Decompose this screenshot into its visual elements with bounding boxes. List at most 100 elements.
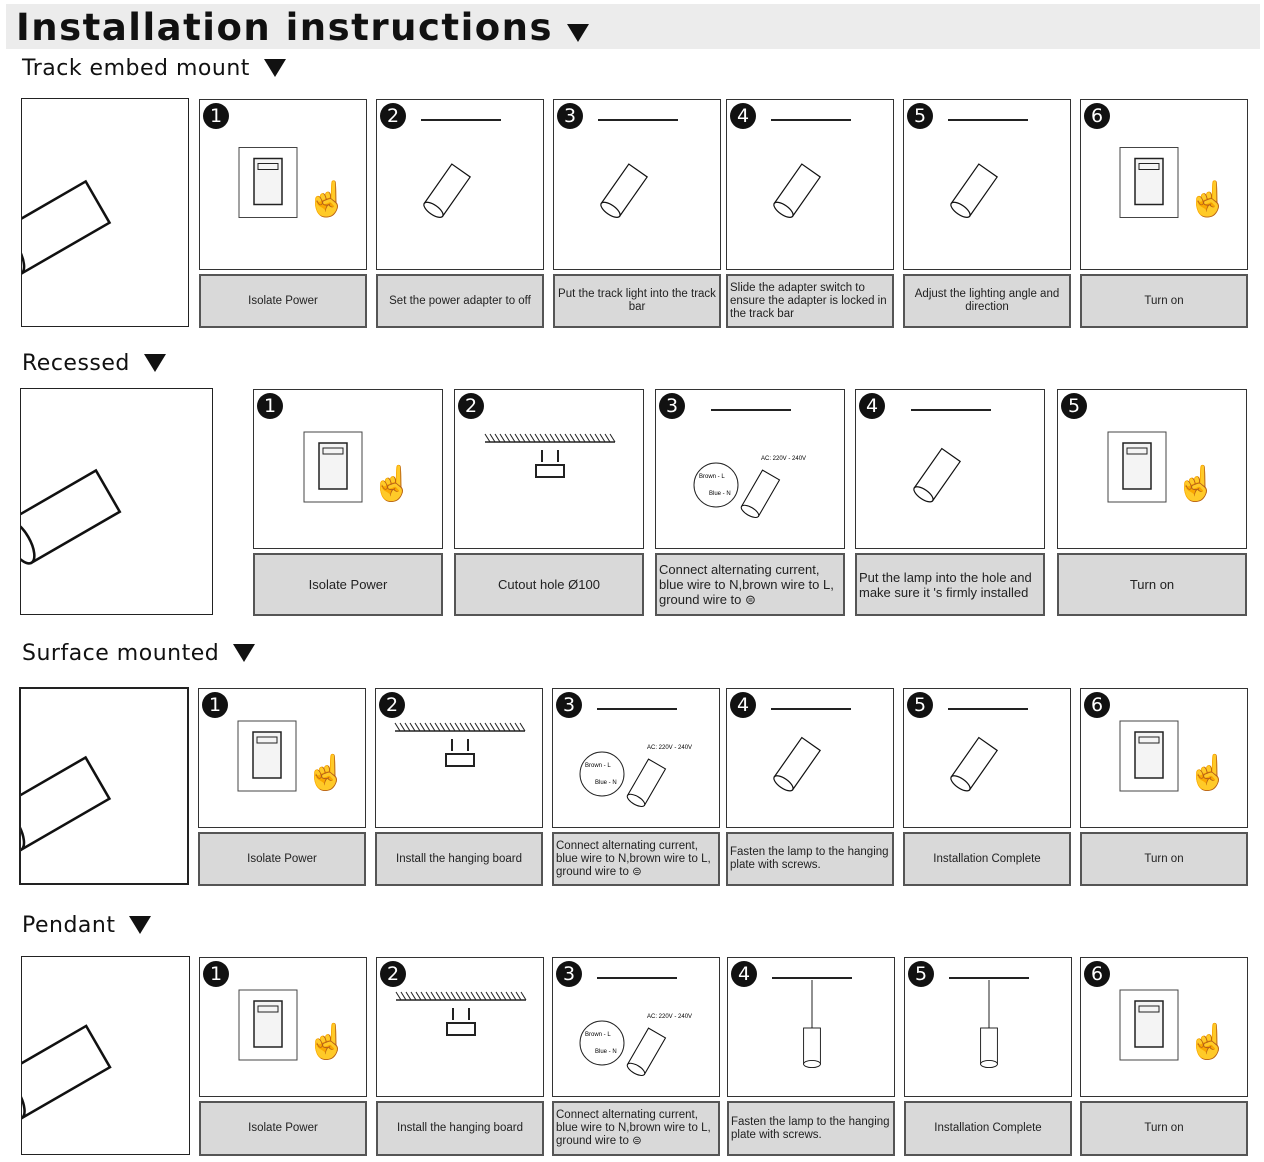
wall-switch-icon: ☝ (1107, 431, 1217, 504)
step-illustration: 5 (903, 688, 1071, 828)
lamp-icon (803, 1027, 821, 1069)
step-caption: Fasten the lamp to the hanging plate wit… (727, 1101, 895, 1156)
wall-switch-icon: ☝ (237, 720, 347, 793)
step-caption: Install the hanging board (375, 832, 543, 886)
step-number: 3 (556, 692, 582, 718)
lamp-icon (773, 736, 822, 792)
step-number: 2 (379, 692, 405, 718)
step-caption: Isolate Power (199, 1101, 367, 1156)
pendant-lamp-icon (772, 977, 852, 1069)
step-caption: Install the hanging board (376, 1101, 544, 1156)
step-number: 3 (557, 103, 583, 129)
section-heading: Surface mounted (22, 641, 256, 666)
switch-icon: ☝ (1107, 431, 1217, 504)
section-heading: Recessed (22, 351, 166, 376)
step-number: 2 (380, 961, 406, 987)
triangle-down-icon (567, 24, 590, 42)
page-title-text: Installation instructions (16, 6, 554, 49)
step-illustration: ☝1 (253, 389, 443, 549)
step-caption: Installation Complete (904, 1101, 1072, 1156)
product-image (20, 388, 213, 615)
step-caption: Turn on (1080, 832, 1248, 886)
product-image (19, 687, 189, 885)
step-caption: Connect alternating current, blue wire t… (552, 832, 720, 886)
surface-lamp-icon (771, 708, 851, 792)
step-illustration: ☝1 (198, 688, 366, 828)
step-illustration: ☝1 (199, 957, 367, 1097)
step-caption: Isolate Power (198, 832, 366, 886)
section-heading: Pendant (22, 913, 152, 938)
step-number: 1 (202, 692, 228, 718)
svg-text:☝: ☝ (1187, 1021, 1229, 1062)
svg-text:☝: ☝ (305, 752, 347, 793)
step-number: 5 (908, 961, 934, 987)
step-caption: Isolate Power (253, 553, 443, 616)
wall-switch-icon: ☝ (303, 431, 413, 504)
board-icon (395, 991, 527, 1036)
step-illustration: ☝6 (1080, 99, 1248, 270)
ceiling-icon (395, 991, 527, 1036)
step-caption: Connect alternating current, blue wire t… (552, 1101, 720, 1156)
lamp-icon (950, 163, 999, 218)
wire-detail-icon (693, 462, 739, 508)
step-caption: Cutout hole Ø100 (454, 553, 644, 616)
switch-icon: ☝ (1119, 989, 1229, 1062)
step-caption: Installation Complete (903, 832, 1071, 886)
svg-text:☝: ☝ (306, 179, 348, 220)
switch-icon: ☝ (1119, 720, 1229, 793)
track-lamp-icon (598, 119, 678, 218)
svg-text:☝: ☝ (371, 463, 413, 504)
page-title: Installation instructions (16, 6, 590, 49)
step-caption: Connect alternating current, blue wire t… (655, 553, 845, 616)
step-illustration: 3 (553, 99, 721, 270)
step-number: 1 (203, 961, 229, 987)
lamp-icon (626, 758, 667, 808)
step-caption: Put the lamp into the hole and make sure… (855, 553, 1045, 616)
step-illustration: 2 (375, 688, 543, 828)
step-number: 4 (730, 692, 756, 718)
step-caption: Adjust the lighting angle and direction (903, 274, 1071, 328)
cutout-icon (484, 433, 616, 478)
wall-switch-icon: ☝ (238, 989, 348, 1062)
svg-text:☝: ☝ (1187, 752, 1229, 793)
step-illustration: 4 (726, 688, 894, 828)
wall-switch-icon: ☝ (1119, 147, 1229, 220)
svg-text:☝: ☝ (1187, 179, 1229, 220)
switch-icon: ☝ (238, 989, 348, 1062)
step-caption: Fasten the lamp to the hanging plate wit… (726, 832, 894, 886)
section-heading-text: Recessed (22, 351, 130, 376)
switch-icon: ☝ (237, 720, 347, 793)
pendant-lamp-icon (949, 977, 1029, 1069)
lamp-icon (600, 163, 649, 218)
step-number: 3 (556, 961, 582, 987)
ceiling-icon (484, 433, 616, 478)
step-number: 6 (1084, 103, 1110, 129)
step-number: 2 (380, 103, 406, 129)
wire-label: Blue - N (595, 780, 617, 786)
board-icon (394, 722, 526, 767)
wire-label: Brown - L (699, 474, 725, 480)
step-number: 5 (1061, 393, 1087, 419)
lamp-icon (980, 1027, 998, 1069)
lamp-icon (21, 468, 122, 565)
step-number: 4 (730, 103, 756, 129)
step-caption: Turn on (1080, 1101, 1248, 1156)
lamp-icon (626, 1027, 667, 1077)
svg-text:☝: ☝ (1175, 463, 1217, 504)
step-illustration: ☝5 (1057, 389, 1247, 549)
section-heading-text: Track embed mount (22, 56, 250, 81)
step-number: 3 (659, 393, 685, 419)
lamp-icon (21, 755, 112, 852)
lamp-icon (22, 179, 112, 276)
wall-switch-icon: ☝ (1119, 720, 1229, 793)
step-number: 6 (1084, 692, 1110, 718)
ceiling-icon (394, 722, 526, 767)
wire-detail-icon (579, 1020, 625, 1066)
step-caption: Slide the adapter switch to ensure the a… (726, 274, 894, 328)
lamp-icon (22, 1024, 112, 1121)
